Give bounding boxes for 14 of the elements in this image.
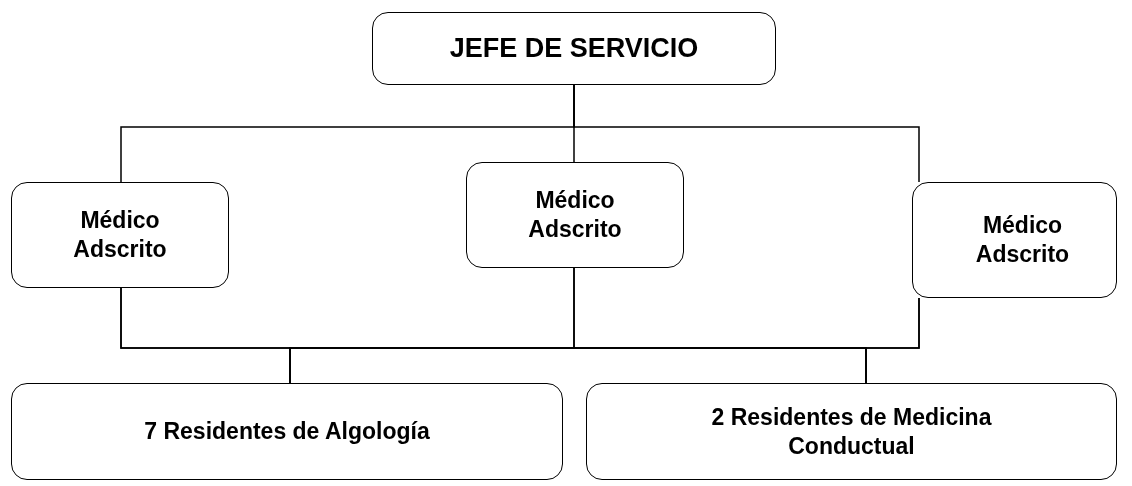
- org-box: [11, 182, 229, 288]
- role-label: 7 Residentes de Algología: [144, 417, 430, 446]
- org-box: [912, 182, 1117, 298]
- org-box: [372, 12, 776, 85]
- connector-line: [573, 84, 920, 183]
- role-label: 2 Residentes de Medicina Conductual: [710, 402, 993, 461]
- org-box: [466, 162, 684, 268]
- org-box: [11, 383, 563, 480]
- role-label: Médico Adscrito: [974, 211, 1071, 269]
- connector-line: [865, 297, 920, 384]
- org-box: [586, 383, 1117, 480]
- role-label: Médico Adscrito: [527, 186, 623, 244]
- role-label: JEFE DE SERVICIO: [449, 31, 699, 65]
- role-label: Médico Adscrito: [72, 206, 168, 264]
